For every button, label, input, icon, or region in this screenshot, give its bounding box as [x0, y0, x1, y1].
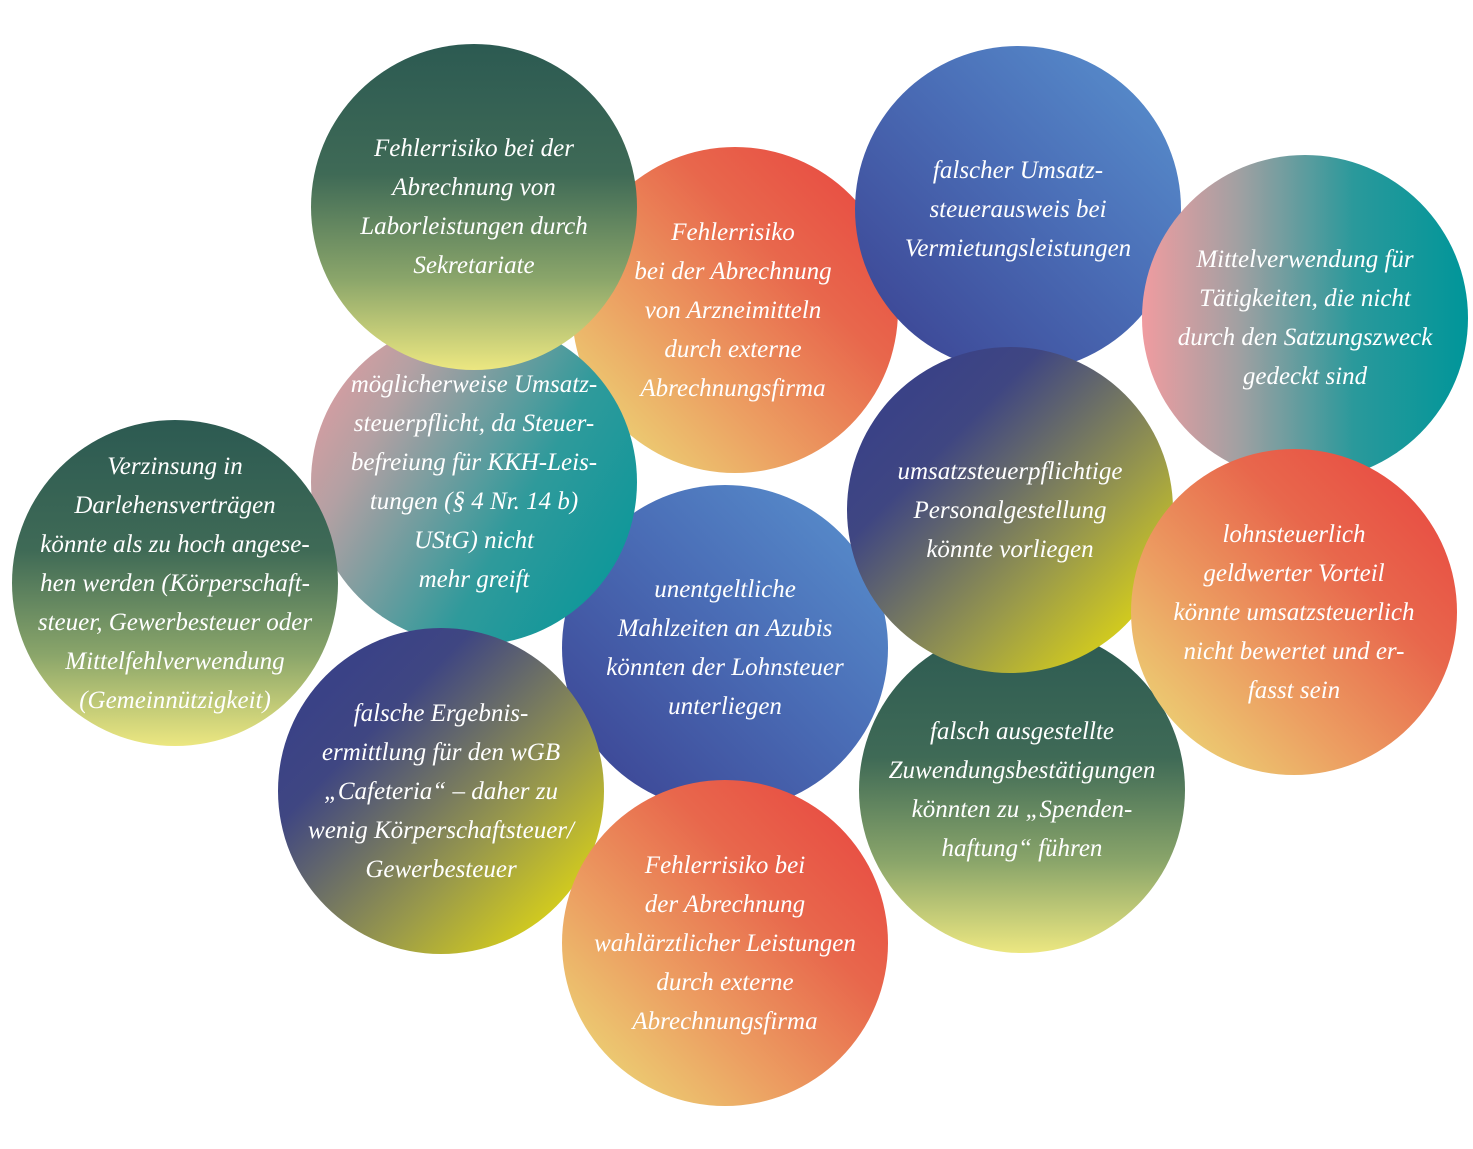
bubble-text: falsch ausgestellte Zuwendungsbestätigun…: [888, 718, 1156, 862]
bubble-text: lohnsteuerlich geldwerter Vorteil könnte…: [1173, 520, 1415, 704]
bubble-cafeteria: falsche Ergebnis- ermittlung für den wGB…: [278, 628, 604, 954]
bubble-text: falsche Ergebnis- ermittlung für den wGB…: [308, 699, 574, 883]
bubble-text: unentgeltliche Mahlzeiten an Azubis könn…: [606, 576, 844, 720]
bubble-wahlaerztlich: Fehlerrisiko bei der Abrechnung wahlärzt…: [562, 780, 888, 1106]
bubble-text: umsatzsteuerpflichtige Personalgestellun…: [897, 457, 1123, 563]
bubble-kkh-leistungen: möglicherweise Umsatz- steuerpflicht, da…: [311, 319, 637, 645]
bubble-text: Fehlerrisiko bei der Abrechnung von Arzn…: [634, 218, 832, 402]
bubble-spendenhaftung: falsch ausgestellte Zuwendungsbestätigun…: [859, 627, 1185, 953]
bubble-mittelverwendung: Mittelverwendung für Tätigkeiten, die ni…: [1142, 155, 1468, 481]
bubble-vermietung: falscher Umsatz- steuerausweis bei Vermi…: [855, 46, 1181, 372]
bubble-verzinsung: Verzinsung in Darlehensverträgen könnte …: [12, 420, 338, 746]
bubble-text: Verzinsung in Darlehensverträgen könnte …: [37, 452, 313, 714]
bubble-laborleistungen: Fehlerrisiko bei der Abrechnung von Labo…: [311, 44, 637, 370]
bubble-text: Mittelverwendung für Tätigkeiten, die ni…: [1177, 246, 1433, 390]
bubble-text: falscher Umsatz- steuerausweis bei Vermi…: [904, 156, 1132, 262]
bubble-arzneimittel: Fehlerrisiko bei der Abrechnung von Arzn…: [572, 147, 898, 473]
bubble-text: Fehlerrisiko bei der Abrechnung von Labo…: [360, 135, 588, 279]
bubble-text: möglicherweise Umsatz- steuerpflicht, da…: [350, 371, 598, 593]
bubble-personalgestellung: umsatzsteuerpflichtige Personalgestellun…: [847, 347, 1173, 673]
bubble-text: Fehlerrisiko bei der Abrechnung wahlärzt…: [594, 851, 856, 1035]
bubble-lohnsteuer: lohnsteuerlich geldwerter Vorteil könnte…: [1131, 449, 1457, 775]
